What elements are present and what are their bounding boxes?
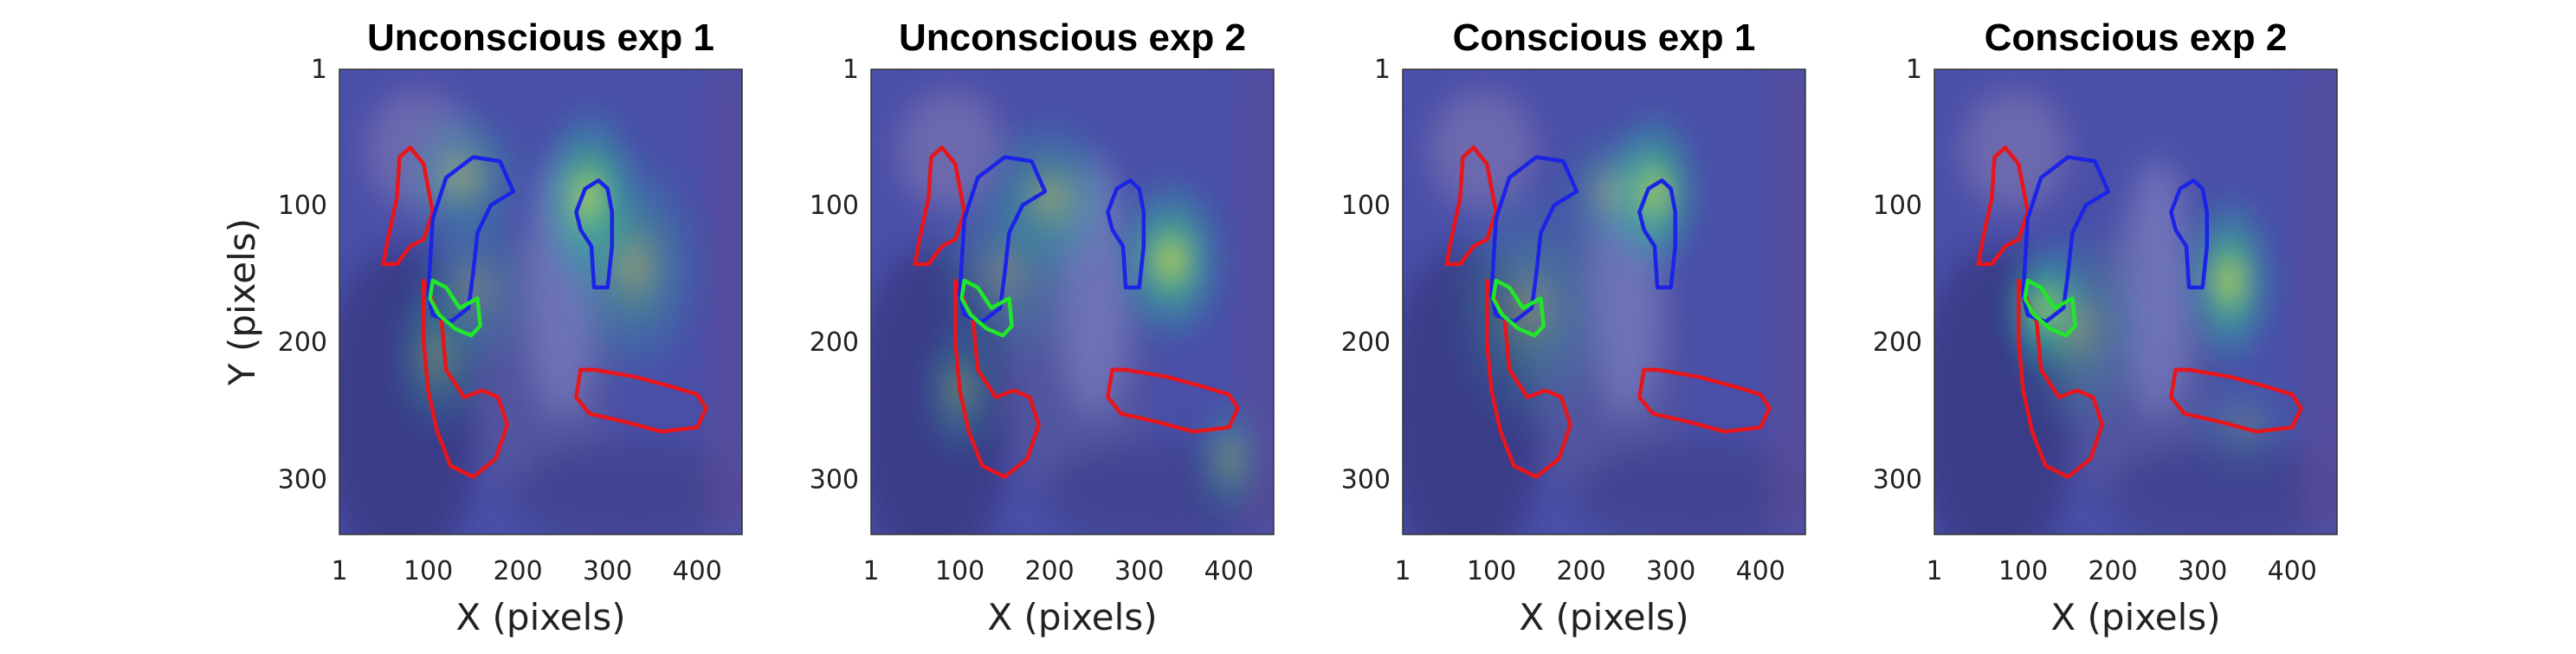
x-axis-label: X (pixels)	[987, 596, 1157, 638]
roi-red-contour	[913, 146, 966, 267]
roi-green-contour	[1491, 278, 1546, 338]
y-tick-label: 300	[810, 465, 859, 495]
y-tick-label: 1	[843, 55, 859, 85]
x-tick-label: 200	[1556, 556, 1605, 586]
x-tick-label: 300	[1646, 556, 1695, 586]
y-tick-label: 100	[810, 191, 859, 221]
roi-green-contour	[428, 278, 482, 338]
roi-red-contour	[574, 367, 708, 434]
roi-contours	[1444, 146, 1772, 479]
y-tick-label: 100	[1341, 191, 1391, 221]
roi-blue-contour	[1106, 178, 1146, 290]
roi-red-contour	[1976, 146, 2030, 267]
heat-hotspot	[2005, 218, 2149, 439]
roi-red-contour	[1106, 367, 1240, 434]
y-tick-label: 1	[1906, 55, 1922, 85]
axes-box	[339, 68, 743, 535]
x-tick-label: 300	[1114, 556, 1164, 586]
x-tick-label: 200	[1024, 556, 1074, 586]
y-tick-label: 200	[278, 327, 327, 358]
heat-hotspot	[2182, 188, 2277, 373]
panel-4: Conscious exp 2 1 100 200 300 400 1 100 200 300X…	[1873, 16, 2338, 638]
y-tick-label: 300	[1873, 465, 1922, 495]
y-tick-label: 100	[1873, 191, 1922, 221]
y-tick-label: 300	[1341, 465, 1391, 495]
heat-hotspot	[1550, 125, 1666, 258]
roi-blue-contour	[2169, 178, 2210, 290]
x-tick-label: 100	[1998, 556, 2048, 586]
x-tick-label: 200	[2088, 556, 2137, 586]
heatmap-area	[1934, 69, 2337, 534]
roi-red-contour	[953, 278, 1041, 479]
panel-2: Unconscious exp 2 1 100 200 300 400 1 100 200 30…	[810, 16, 1275, 638]
panel-title: Unconscious exp 1	[367, 16, 714, 59]
roi-red-contour	[381, 146, 435, 267]
y-tick-label: 1	[1374, 55, 1391, 85]
x-axis-label: X (pixels)	[455, 596, 625, 638]
x-tick-label: 1	[862, 556, 879, 586]
heatmap-area	[339, 69, 742, 534]
roi-blue-contour	[1489, 155, 1579, 324]
y-tick-label: 200	[1341, 327, 1391, 358]
x-axis-label: X (pixels)	[1519, 596, 1688, 638]
roi-red-contour	[2169, 367, 2303, 434]
roi-red-contour	[1485, 278, 1572, 479]
roi-blue-contour	[2021, 155, 2111, 324]
roi-red-contour	[422, 278, 509, 479]
x-tick-label: 300	[583, 556, 632, 586]
roi-blue-contour	[958, 155, 1048, 324]
roi-green-contour	[2023, 278, 2077, 338]
heat-hotspot	[1113, 172, 1229, 348]
y-tick-label: 300	[278, 465, 327, 495]
roi-blue-contour	[574, 178, 615, 290]
panel-1: Unconscious exp 1 1 100 200 300 400 1 100 200 30…	[278, 16, 743, 638]
x-tick-label: 100	[404, 556, 453, 586]
y-axis-label: Y (pixels)	[221, 218, 263, 386]
heatmap-area	[871, 69, 1274, 534]
roi-contours	[913, 146, 1240, 479]
heat-hotspot	[562, 146, 707, 388]
x-tick-label: 300	[2178, 556, 2227, 586]
panel-title: Conscious exp 2	[1985, 16, 2288, 59]
roi-contours	[381, 146, 708, 479]
x-tick-label: 400	[1204, 556, 1254, 586]
roi-red-contour	[1444, 146, 1498, 267]
roi-blue-contour	[426, 155, 516, 324]
x-tick-label: 400	[1736, 556, 1785, 586]
axes-box	[1934, 68, 2338, 535]
roi-red-contour	[2017, 278, 2104, 479]
y-tick-label: 100	[278, 191, 327, 221]
roi-contours	[1976, 146, 2303, 479]
x-axis-label: X (pixels)	[2050, 596, 2220, 638]
x-tick-label: 1	[1394, 556, 1411, 586]
roi-red-contour	[1637, 367, 1772, 434]
heat-hotspot	[2185, 369, 2301, 480]
x-tick-label: 1	[331, 556, 347, 586]
y-tick-label: 200	[1873, 327, 1922, 358]
x-tick-label: 400	[673, 556, 722, 586]
heat-hotspot	[1192, 392, 1265, 525]
x-tick-label: 400	[2268, 556, 2317, 586]
x-tick-label: 100	[1467, 556, 1516, 586]
panel-title: Unconscious exp 2	[899, 16, 1246, 59]
panel-title: Conscious exp 1	[1453, 16, 1756, 59]
y-tick-label: 200	[810, 327, 859, 358]
x-tick-label: 200	[493, 556, 542, 586]
roi-green-contour	[959, 278, 1014, 338]
heatmap-area	[1403, 69, 1805, 534]
axes-box	[1402, 68, 1806, 535]
panel-3: Conscious exp 1 1 100 200 300 400 1 100 200 300X…	[1341, 16, 1806, 638]
x-tick-label: 100	[935, 556, 985, 586]
axes-box	[870, 68, 1275, 535]
x-tick-label: 1	[1926, 556, 1942, 586]
roi-blue-contour	[1637, 178, 1678, 290]
y-tick-label: 1	[311, 55, 327, 85]
